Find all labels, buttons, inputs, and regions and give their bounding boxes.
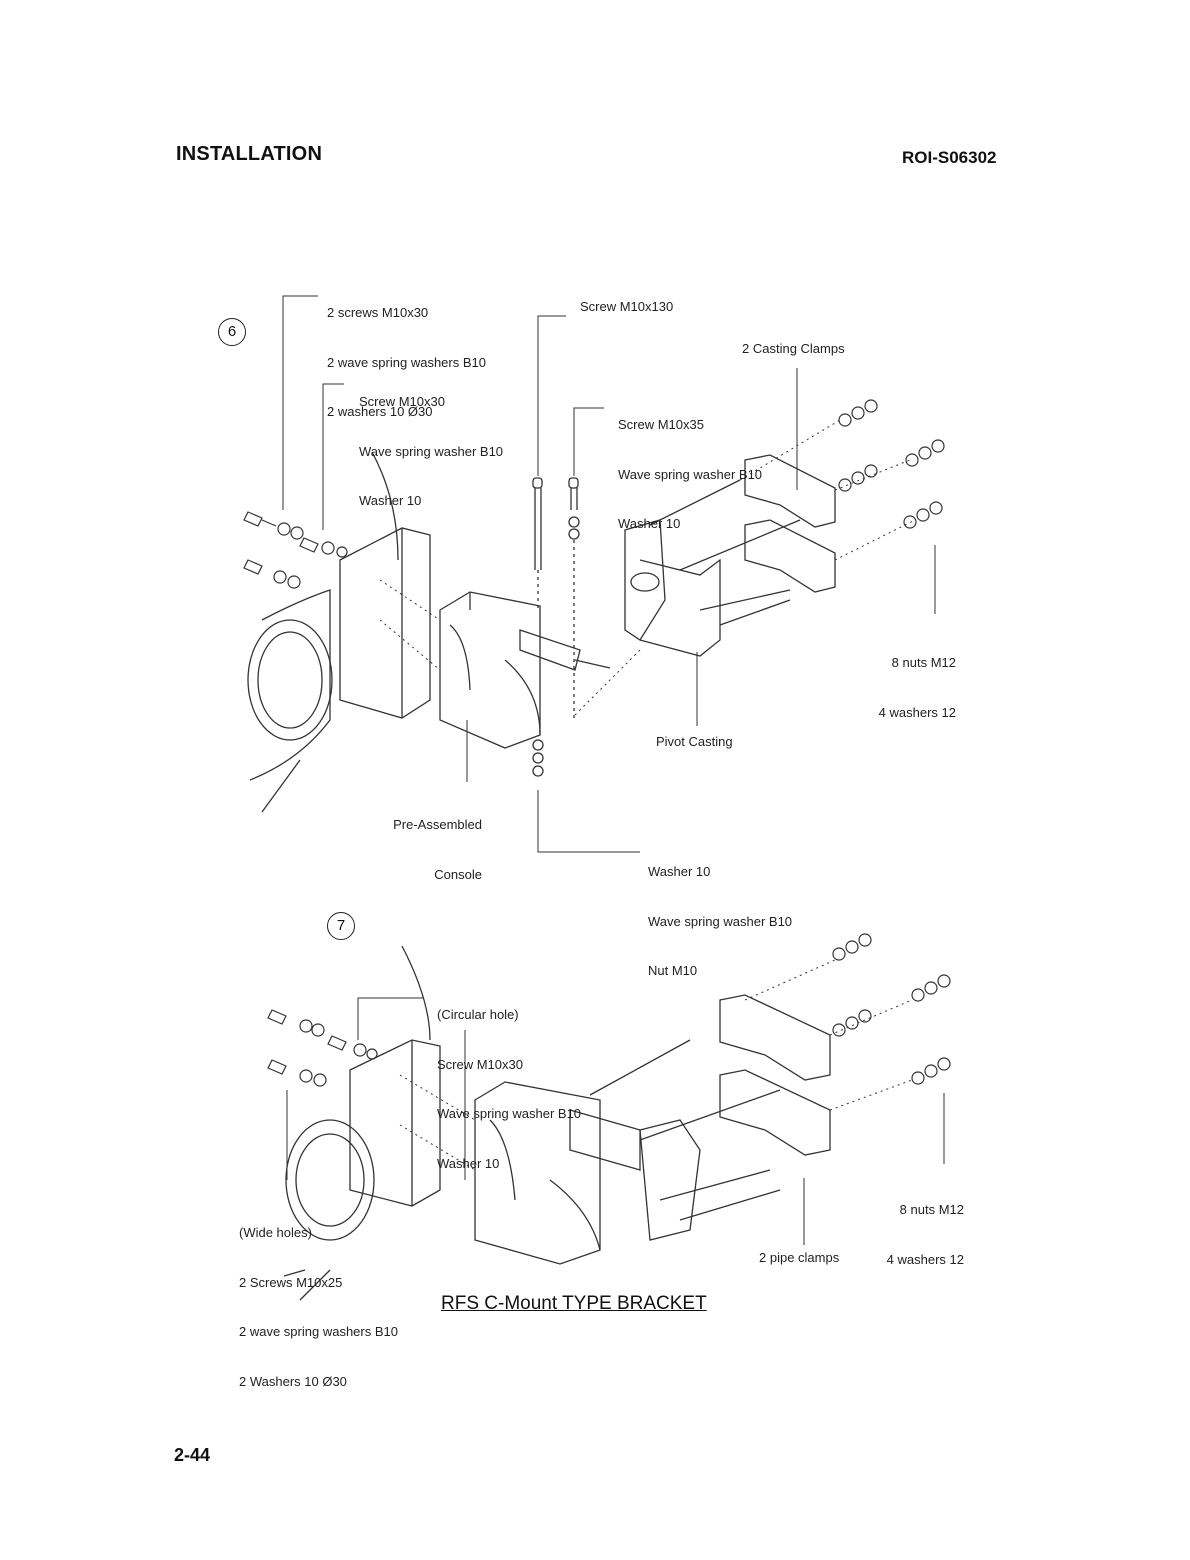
page-number: 2-44 (174, 1445, 211, 1465)
callout-line: Screw M10x35 (618, 417, 704, 432)
callout-line: 2 Screws M10x25 (239, 1274, 343, 1290)
callout-line: Wave spring washer B10 (618, 466, 763, 482)
callout-line: Washer 10 (359, 493, 422, 508)
callout-line: Wave spring washer B10 (437, 1106, 582, 1121)
callout-line: 4 washers 12 (886, 1251, 964, 1267)
callout-bottom-set: Washer 10 Wave spring washer B10 Nut M10 (648, 831, 792, 996)
callout-casting-clamps: 2 Casting Clamps (742, 341, 845, 356)
callout-pipe-clamps: 2 pipe clamps (759, 1250, 840, 1265)
callout-screw-set: Screw M10x30 Wave spring washer B10 Wash… (359, 361, 503, 526)
callout-line: Washer 10 (618, 516, 681, 531)
callout-line: Wave spring washer B10 (359, 443, 504, 459)
fig6-leader-lines (282, 295, 936, 853)
callout-circular-set: (Circular hole) Screw M10x30 Wave spring… (437, 974, 581, 1189)
callout-line: Nut M10 (648, 963, 698, 978)
callout-line: Pre-Assembled (393, 817, 482, 832)
callout-short-screw-set: Screw M10x35 Wave spring washer B10 Wash… (618, 384, 762, 549)
callout-line: Washer 10 (437, 1155, 500, 1171)
callout-line: Washer 10 (648, 864, 711, 879)
callout-line: 2 washers 10 Ø30 (327, 404, 433, 419)
callout-line: 2 wave spring washers B10 (239, 1324, 398, 1339)
section-title: INSTALLATION (176, 143, 323, 165)
callout-wide-set: (Wide holes) 2 Screws M10x25 2 wave spri… (239, 1192, 398, 1407)
figure-caption: RFS C-Mount TYPE BRACKET (441, 1293, 707, 1314)
fig7-parts (267, 933, 951, 1301)
callout-screws-set: 2 screws M10x30 2 wave spring washers B1… (327, 272, 486, 437)
callout-console: Pre-Assembled Console (368, 784, 482, 900)
callout-line: Screw M10x30 (437, 1056, 523, 1072)
callout-line: (Circular hole) (437, 1007, 519, 1022)
step-6-marker: 6 (218, 318, 246, 346)
callout-line: 8 nuts M12 (899, 1202, 964, 1217)
callout-line: 2 screws M10x30 (327, 305, 429, 320)
callout-line: 2 wave spring washers B10 (327, 354, 486, 370)
callout-nuts-6: 8 nuts M12 4 washers 12 (860, 622, 956, 738)
callout-long-screw: Screw M10x130 (580, 299, 674, 314)
callout-line: 2 Washers 10 Ø30 (239, 1373, 347, 1389)
fig7-leader-lines (286, 997, 945, 1245)
callout-line: 4 washers 12 (878, 704, 956, 720)
callout-nuts-7: 8 nuts M12 4 washers 12 (866, 1169, 964, 1285)
callout-line: Console (434, 866, 482, 882)
fig6-parts (243, 399, 945, 813)
callout-line: Wave spring washer B10 (648, 913, 793, 929)
callout-line: 8 nuts M12 (891, 655, 956, 670)
callout-line: Screw M10x30 (359, 394, 445, 409)
step-7-marker: 7 (327, 912, 355, 940)
callout-line: (Wide holes) (239, 1225, 312, 1240)
callout-pivot-casting: Pivot Casting (656, 734, 733, 749)
document-code: ROI-S06302 (902, 148, 997, 167)
